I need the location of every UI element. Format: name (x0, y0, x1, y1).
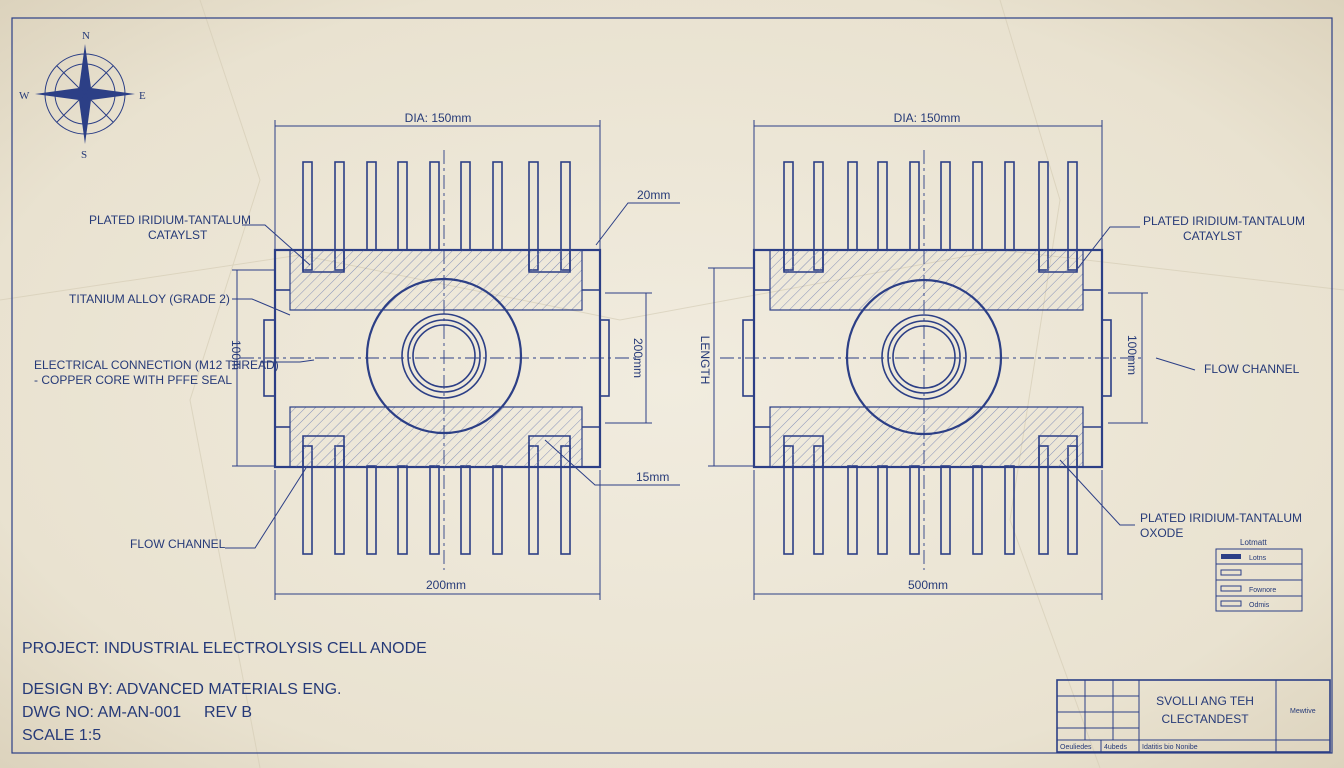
electrical-connection-label-2: - COPPER CORE WITH PFFE SEAL (34, 373, 232, 387)
left-anode-view: DIA: 150mm (34, 111, 680, 600)
title-block: SVOLLI ANG TEH CLECTANDEST Mewtive Oeuli… (1056, 679, 1331, 753)
right-dia-label: DIA: 150mm (894, 111, 961, 125)
legend-item-1: Lotns (1249, 555, 1267, 562)
dwg-line: DWG NO: AM-AN-001 (22, 704, 181, 721)
left-catalyst-label-2: CATAYLST (148, 228, 208, 242)
title-block-title-1: SVOLLI ANG TEH (1156, 694, 1254, 708)
compass-w: W (19, 90, 30, 102)
project-info: PROJECT: INDUSTRIAL ELECTROLYSIS CELL AN… (22, 640, 427, 744)
right-catalyst-label-1: PLATED IRIDIUM-TANTALUM (1143, 214, 1305, 228)
right-right-vertical-dim: 100mm (1125, 335, 1139, 375)
left-dia-label: DIA: 150mm (405, 111, 472, 125)
left-bottom-right-dim: 15mm (636, 470, 669, 484)
legend-title: Lotmatt (1240, 538, 1267, 547)
legend-item-2: Fownore (1249, 587, 1276, 594)
title-block-title-2: CLECTANDEST (1161, 712, 1249, 726)
left-right-vertical-dim: 200mm (631, 338, 645, 378)
title-block-bottom-1: Oeuliedes (1060, 744, 1092, 751)
right-flow-channel-label: FLOW CHANNEL (1204, 362, 1300, 376)
legend: Lotmatt Lotns Fownore Odmis (1215, 538, 1303, 612)
compass-rose-icon: N S E W (19, 30, 146, 161)
right-oxide-label-1: PLATED IRIDIUM-TANTALUM (1140, 511, 1302, 525)
compass-n: N (82, 30, 90, 42)
title-block-right-label: Mewtive (1290, 708, 1316, 715)
compass-s: S (81, 149, 87, 161)
right-bottom-dim: 500mm (908, 578, 948, 592)
rev-label: REV B (204, 704, 252, 721)
left-flow-channel-label: FLOW CHANNEL (130, 537, 226, 551)
legend-item-3: Odmis (1249, 602, 1270, 609)
drawing-border (11, 17, 1333, 754)
design-line: DESIGN BY: ADVANCED MATERIALS ENG. (22, 681, 341, 698)
project-line: PROJECT: INDUSTRIAL ELECTROLYSIS CELL AN… (22, 640, 427, 657)
right-oxide-label-2: OXODE (1140, 526, 1183, 540)
title-block-bottom-2: 4ubeds (1104, 744, 1127, 751)
left-bottom-dim: 200mm (426, 578, 466, 592)
scale-line: SCALE 1:5 (22, 727, 101, 744)
left-vertical-dim: 100m (229, 340, 243, 370)
right-catalyst-label-2: CATAYLST (1183, 229, 1243, 243)
right-anode-view: DIA: 150mm (698, 111, 1305, 600)
titanium-alloy-label: TITANIUM ALLOY (GRADE 2) (69, 292, 230, 306)
compass-e: E (139, 90, 146, 102)
left-catalyst-label-1: PLATED IRIDIUM-TANTALUM (89, 213, 251, 227)
right-left-vertical-dim: LENGTH (698, 336, 712, 385)
left-bottom-catalyst-layer (289, 406, 583, 468)
left-top-right-dim: 20mm (637, 188, 670, 202)
electrical-connection-label-1: ELECTRICAL CONNECTION (M12 THREAD) (34, 358, 279, 372)
title-block-bottom-3: Idatitis bio Nonibe (1142, 744, 1198, 751)
